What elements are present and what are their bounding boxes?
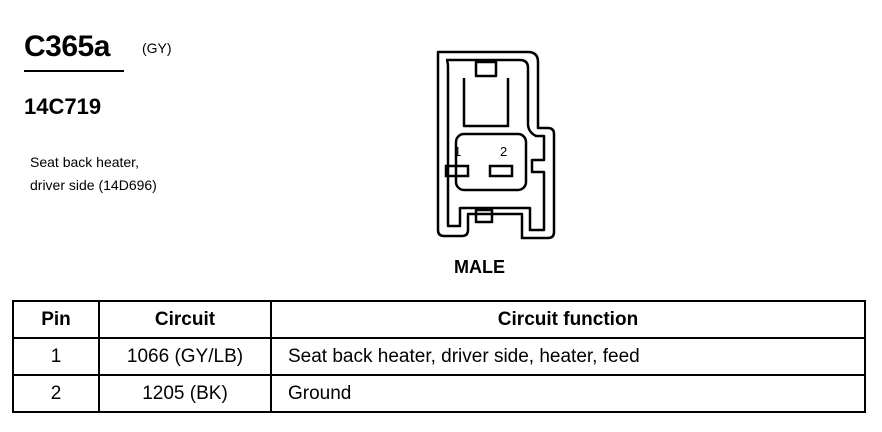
- pin-2-label: 2: [500, 144, 507, 159]
- bottom-key: [474, 208, 494, 224]
- table-row: 2 1205 (BK) Ground: [12, 374, 866, 413]
- connector-gender-label: MALE: [454, 257, 505, 277]
- table-header-row: Pin Circuit Circuit function: [12, 300, 866, 339]
- pinout-table: Pin Circuit Circuit function 1 1066 (GY/…: [12, 300, 866, 413]
- pin-2-terminal: [488, 164, 514, 178]
- header-pin: Pin: [12, 300, 100, 339]
- header-circuit-function: Circuit function: [270, 300, 866, 339]
- connector-id-underline: [24, 70, 124, 72]
- connector-housing-outline: [436, 50, 556, 240]
- cell-circuit: 1205 (BK): [98, 374, 272, 413]
- connector-face-diagram: 1 2: [436, 50, 556, 240]
- component-description-line2: driver side (14D696): [30, 177, 157, 193]
- latch-top: [474, 60, 498, 78]
- cell-pin: 2: [12, 374, 100, 413]
- pin-1-label: 1: [454, 144, 461, 159]
- component-description-line1: Seat back heater,: [30, 154, 139, 170]
- cell-function: Ground: [270, 374, 866, 413]
- table-row: 1 1066 (GY/LB) Seat back heater, driver …: [12, 337, 866, 376]
- latch-slot: [462, 78, 510, 128]
- connector-color: (GY): [142, 40, 172, 56]
- connector-inner-outline: [445, 58, 546, 232]
- connector-id: C365a: [24, 30, 110, 63]
- cell-pin: 1: [12, 337, 100, 376]
- part-number: 14C719: [24, 94, 102, 119]
- pin-cavity: [454, 132, 528, 192]
- cell-circuit: 1066 (GY/LB): [98, 337, 272, 376]
- cell-function: Seat back heater, driver side, heater, f…: [270, 337, 866, 376]
- header-circuit: Circuit: [98, 300, 272, 339]
- pin-1-terminal: [444, 164, 470, 178]
